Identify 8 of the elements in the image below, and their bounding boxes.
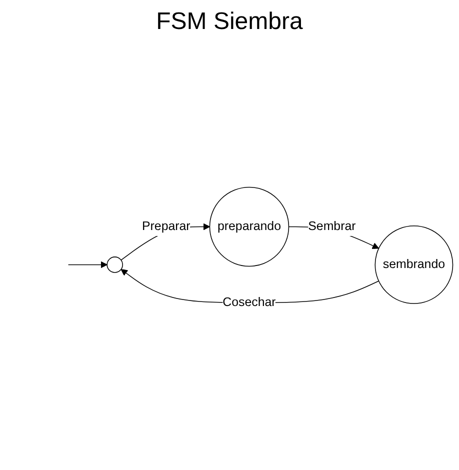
edge-label: Sembrar (308, 220, 356, 234)
edge-label: Preparar (142, 220, 190, 234)
node-circle (106, 256, 123, 274)
diagram-title: FSM Siembra (155, 8, 304, 36)
node-circle: preparando (209, 187, 290, 267)
edge-label: Cosechar (222, 296, 276, 310)
node-circle: sembrando (374, 226, 454, 304)
arrow (68, 262, 108, 269)
